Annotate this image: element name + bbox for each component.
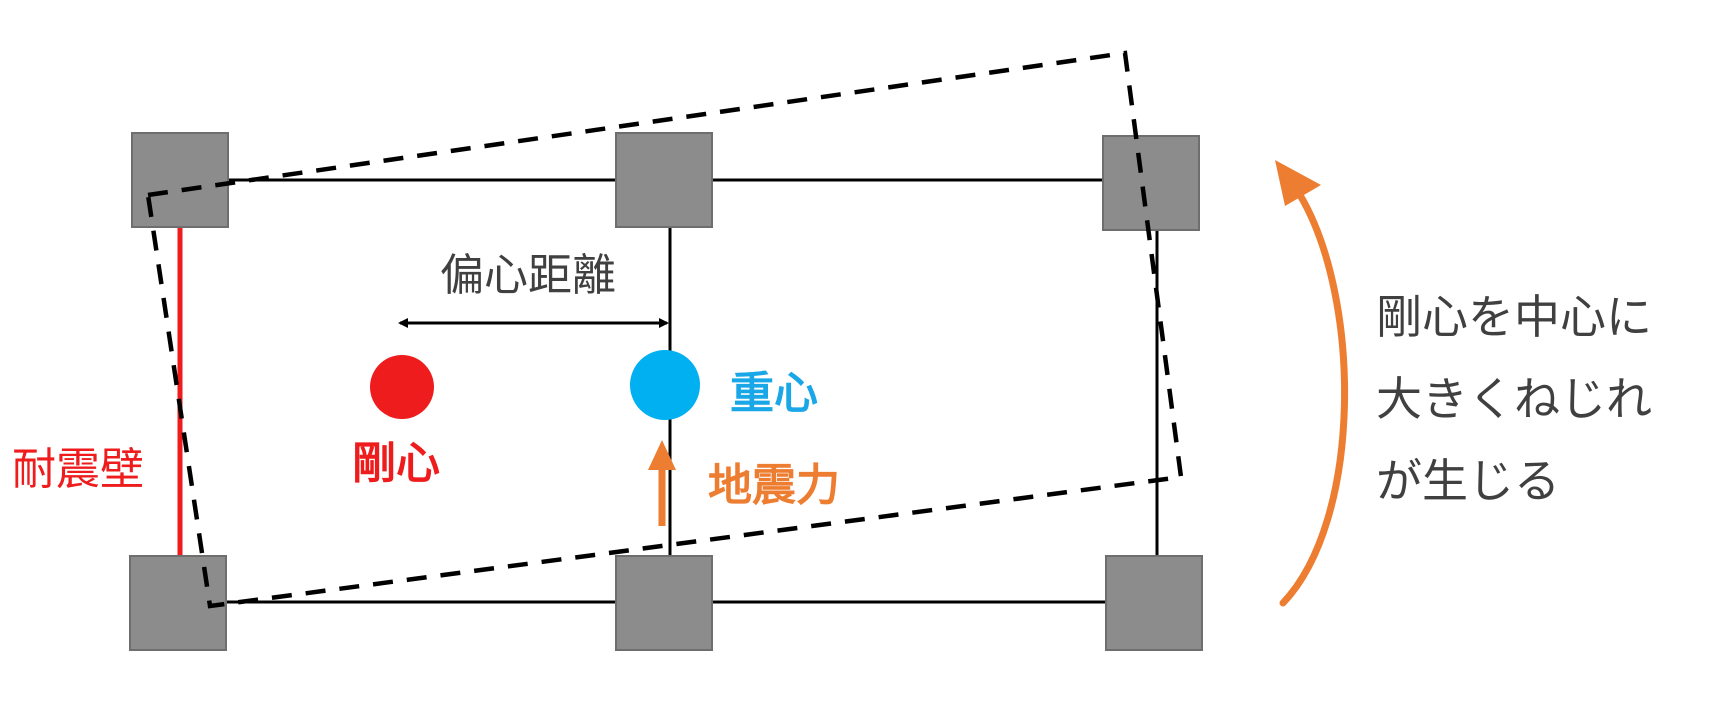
column-bottom-right bbox=[1105, 555, 1203, 651]
gravity-center-label: 重心 bbox=[730, 368, 818, 419]
description-line: 剛心を中心に bbox=[1376, 290, 1652, 344]
rigidity-center-label: 剛心 bbox=[352, 438, 440, 489]
rotation-arrow-icon bbox=[1275, 160, 1349, 607]
description-line: が生じる bbox=[1376, 454, 1560, 508]
gravity-center-dot bbox=[630, 350, 700, 420]
column-top-right bbox=[1102, 135, 1200, 231]
torsion-description: 剛心を中心に 大きくねじれ が生じる bbox=[1376, 276, 1652, 522]
column-bottom-middle bbox=[615, 555, 713, 651]
rigidity-center-dot bbox=[370, 355, 434, 419]
deformed-outline bbox=[145, 50, 1184, 609]
seismic-wall-label: 耐震壁 bbox=[12, 444, 144, 495]
columns bbox=[129, 132, 1203, 651]
column-top-left bbox=[131, 132, 229, 228]
eccentric-distance-label: 偏心距離 bbox=[440, 250, 616, 301]
seismic-force-label: 地震力 bbox=[708, 460, 840, 511]
description-line: 大きくねじれ bbox=[1376, 372, 1652, 426]
force-arrow-icon bbox=[648, 440, 676, 526]
column-top-middle bbox=[615, 132, 713, 228]
